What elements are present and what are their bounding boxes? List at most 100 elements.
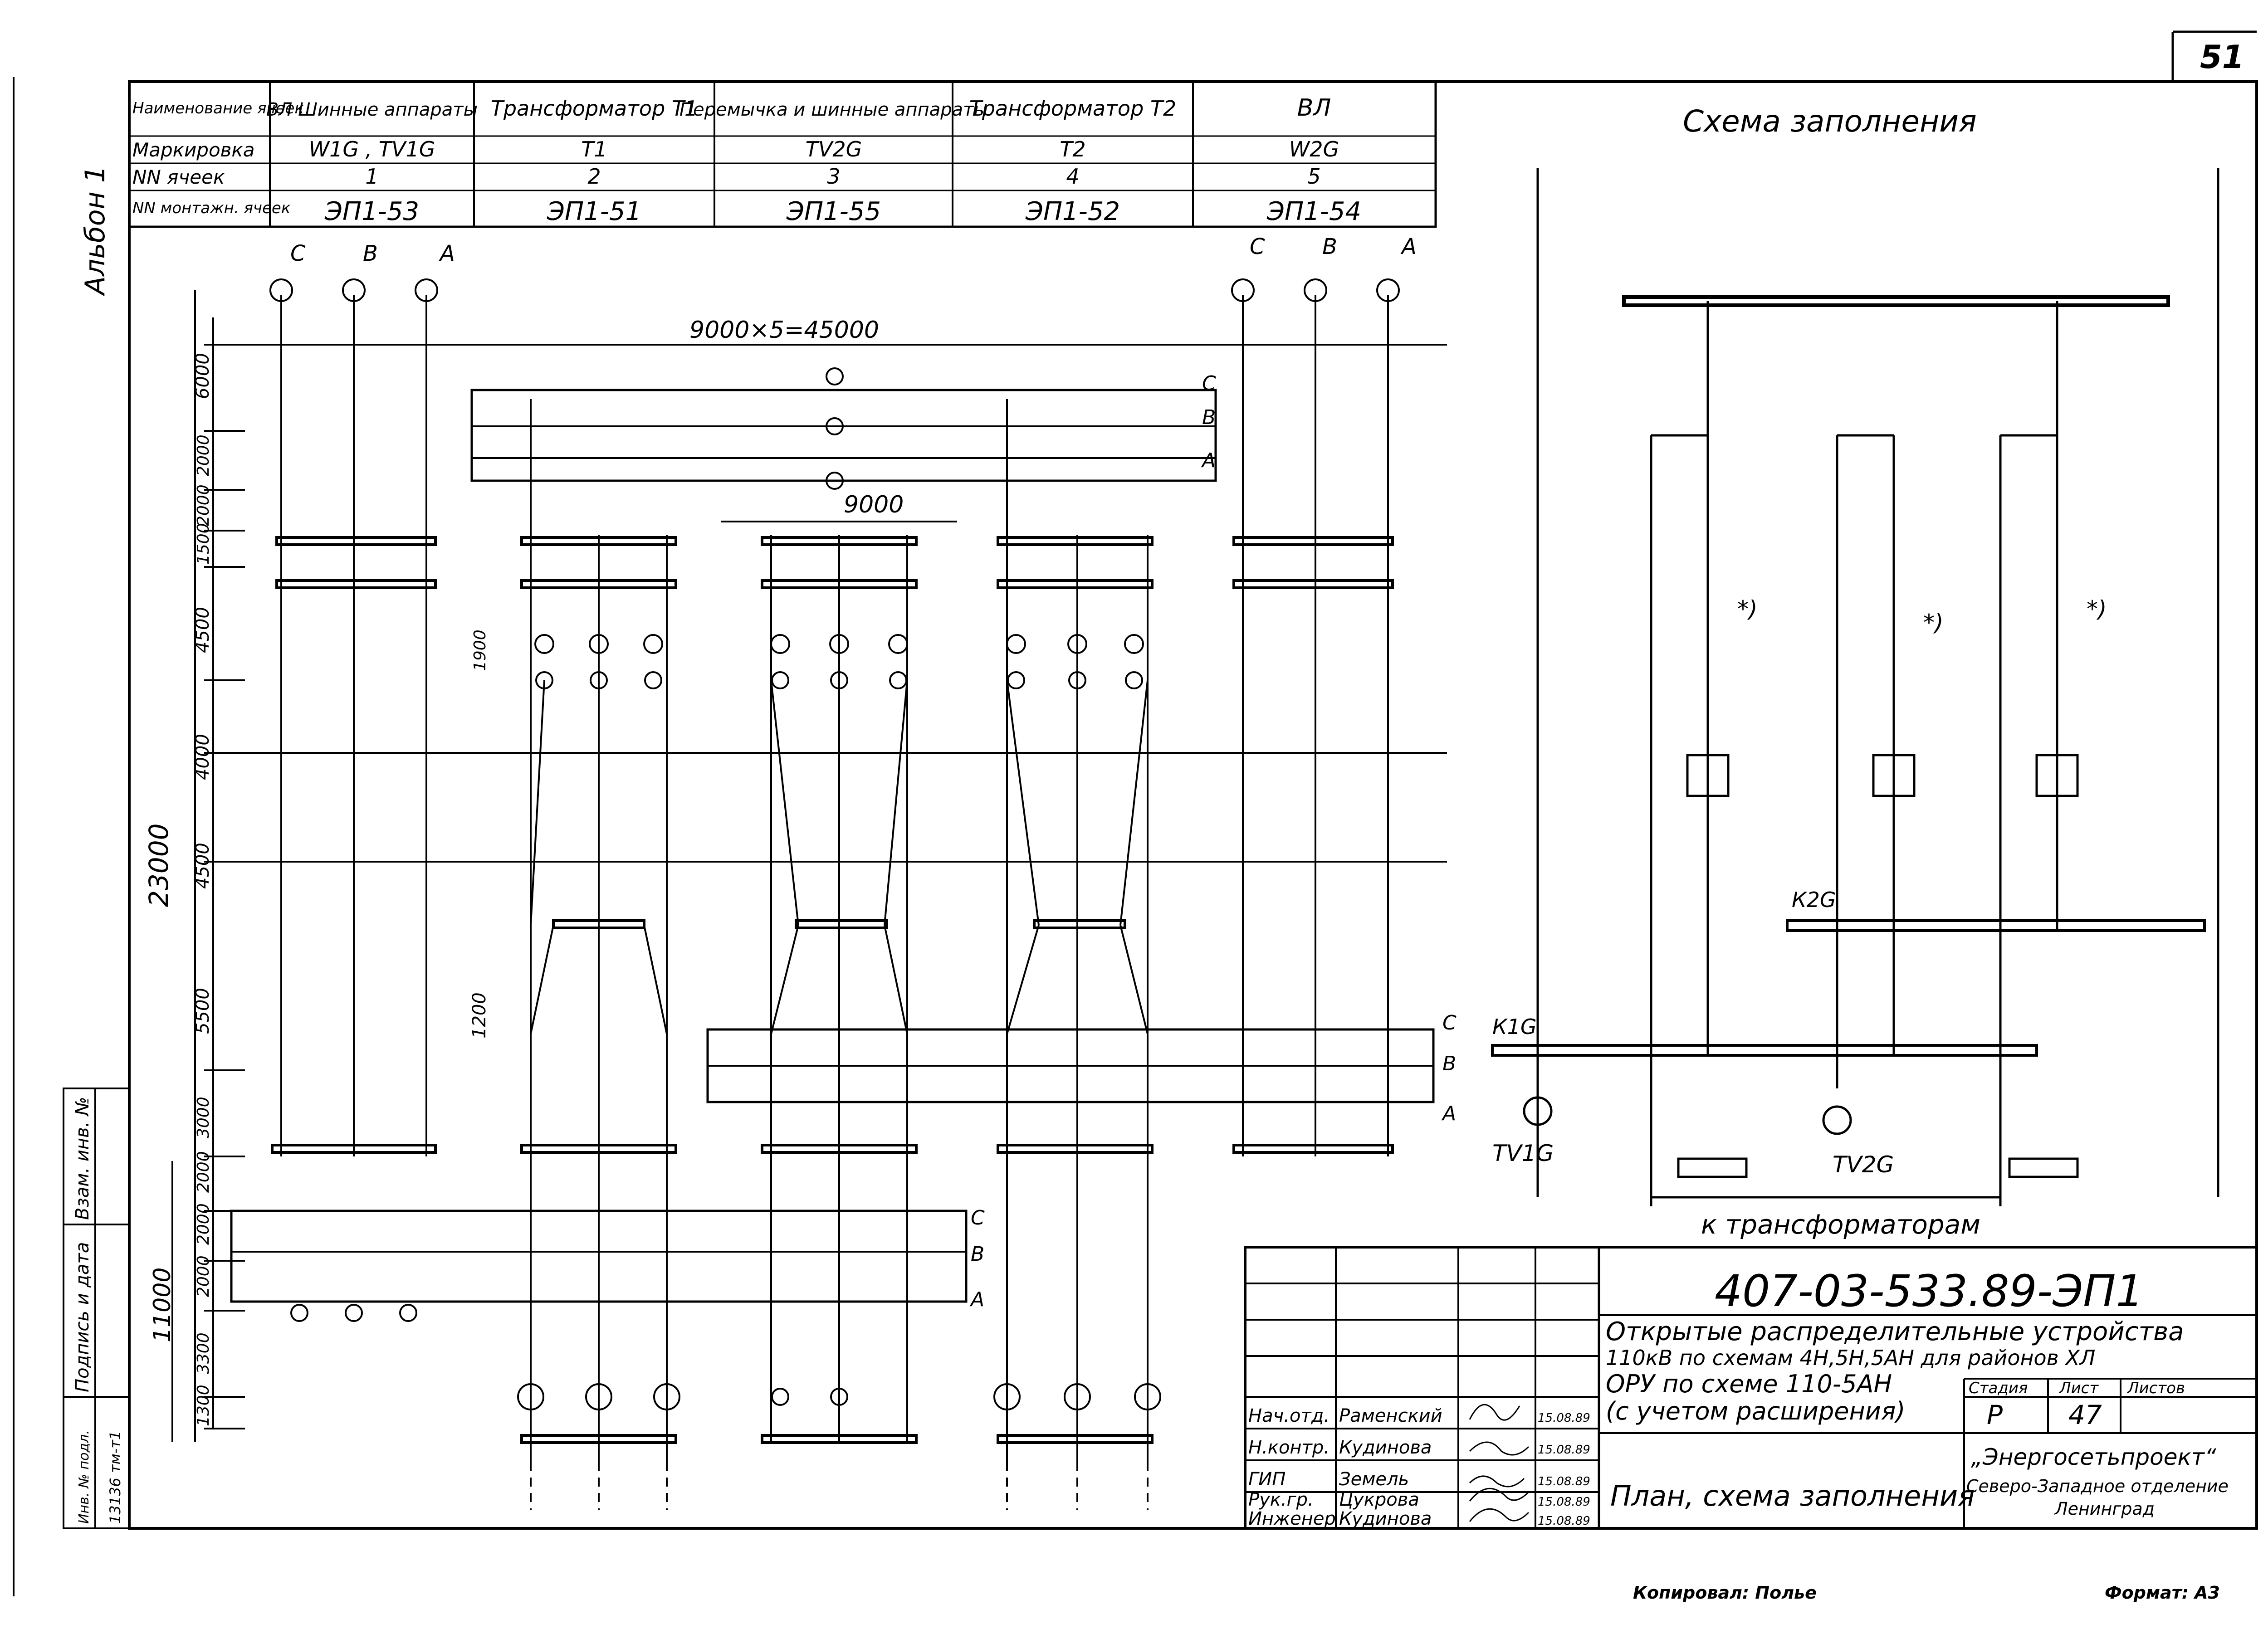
col4-name: Трансформатор Т2 xyxy=(969,96,1177,121)
dim-bay-width: 9000 xyxy=(844,491,904,518)
label-to-transformers: к трансформаторам xyxy=(1701,1209,1980,1240)
label-k2g: К2G xyxy=(1792,888,1836,912)
org-1: „Энергосетьпроект“ xyxy=(1971,1444,2217,1470)
label-star-2: *) xyxy=(1923,610,1944,636)
name-0: Раменский xyxy=(1339,1405,1442,1426)
phase-b-low: B xyxy=(971,1243,984,1266)
col1-name: ВЛ Шинные аппараты xyxy=(266,99,478,120)
phase-a-1: A xyxy=(439,241,455,266)
org-3: Ленинград xyxy=(2054,1499,2155,1519)
col1-marking: W1G , TV1G xyxy=(309,137,435,161)
phase-b-top: B xyxy=(1202,406,1216,429)
sheet-label: Лист xyxy=(2058,1379,2099,1397)
role-1: Н.контр. xyxy=(1248,1437,1330,1458)
col4-mount: ЭП1-52 xyxy=(1025,197,1120,226)
signatures xyxy=(1469,1404,1530,1522)
role-2: ГИП xyxy=(1248,1469,1286,1490)
cells-table xyxy=(128,80,1437,228)
phase-c-low: C xyxy=(971,1206,985,1229)
doc-code: 407-03-533.89-ЭП1 xyxy=(1715,1266,2144,1317)
subtitle-3: ОРУ по схеме 110-5АН xyxy=(1606,1370,1892,1398)
col2-name: Трансформатор Т1 xyxy=(491,96,698,121)
dim-1200: 1200 xyxy=(469,992,490,1039)
phase-a-top: A xyxy=(1201,449,1216,472)
dim-v-10: 2000 xyxy=(194,1203,213,1245)
col3-mount: ЭП1-55 xyxy=(786,197,881,226)
album-label: Альбон 1 xyxy=(79,166,111,297)
col5-marking: W2G xyxy=(1289,137,1339,161)
col3-name: Перемычка и шинные аппараты xyxy=(679,99,988,120)
scheme-drawing xyxy=(1491,168,2219,1206)
row-header-marking: Маркировка xyxy=(132,139,255,161)
date-3: 15.08.89 xyxy=(1538,1495,1590,1509)
col2-marking: Т1 xyxy=(581,137,607,161)
stage-value: Р xyxy=(1987,1400,2003,1430)
dim-v-5: 4000 xyxy=(192,734,213,780)
dim-v-8: 3000 xyxy=(194,1097,213,1138)
title-block xyxy=(1244,1246,2258,1530)
col4-marking: Т2 xyxy=(1060,137,1085,161)
row-header-mount: NN монтажн. ячеек xyxy=(132,199,291,217)
row-header-number: NN ячеек xyxy=(132,166,225,188)
phase-b-5: B xyxy=(1322,234,1337,259)
stamp-label-3: Инв. № подл. xyxy=(76,1430,92,1524)
col3-marking: TV2G xyxy=(806,137,862,161)
name-1: Кудинова xyxy=(1339,1437,1432,1458)
label-tv1g: TV1G xyxy=(1492,1140,1554,1166)
role-0: Нач.отд. xyxy=(1248,1405,1330,1426)
date-1: 15.08.89 xyxy=(1538,1443,1590,1457)
stage-label: Стадия xyxy=(1969,1379,2028,1397)
date-4: 15.08.89 xyxy=(1538,1514,1590,1528)
phase-c-5: C xyxy=(1250,234,1265,259)
format-label: Формат: А3 xyxy=(2105,1583,2220,1603)
subtitle-1: Открытые распределительные устройства xyxy=(1606,1317,2184,1346)
name-4: Кудинова xyxy=(1339,1508,1432,1529)
role-4: Инженер xyxy=(1248,1508,1336,1529)
phase-a-5: A xyxy=(1400,234,1417,259)
sheet-name: План, схема заполнения xyxy=(1610,1479,1975,1512)
col2-number: 2 xyxy=(587,164,601,189)
phase-c-1: C xyxy=(290,241,306,266)
dim-v-11: 2000 xyxy=(194,1255,213,1297)
subtitle-2: 110кВ по схемам 4Н,5Н,5АН для районов ХЛ xyxy=(1606,1346,2096,1370)
side-stamp xyxy=(63,1088,130,1529)
phase-a-low: A xyxy=(969,1288,984,1311)
plan-drawing xyxy=(171,278,1447,1510)
sheets-label: Листов xyxy=(2126,1379,2185,1397)
col5-mount: ЭП1-54 xyxy=(1266,197,1361,226)
role-3: Рук.гр. xyxy=(1248,1489,1314,1510)
dim-1900: 1900 xyxy=(471,629,489,671)
name-2: Земель xyxy=(1339,1469,1409,1490)
org-2: Северо-Западное отделение xyxy=(1966,1476,2229,1496)
dim-23000: 23000 xyxy=(143,823,174,907)
col4-number: 4 xyxy=(1066,164,1079,189)
dim-v-3: 1500 xyxy=(194,523,213,565)
dim-v-1: 2000 xyxy=(194,434,213,476)
label-star-1: *) xyxy=(1737,596,1758,622)
label-star-3: *) xyxy=(2087,596,2107,622)
col1-number: 1 xyxy=(365,164,378,189)
col1-mount: ЭП1-53 xyxy=(324,197,419,226)
date-0: 15.08.89 xyxy=(1538,1411,1590,1425)
phase-b-mid: B xyxy=(1442,1052,1456,1075)
sheet-value: 47 xyxy=(2068,1400,2102,1430)
dim-11000: 11000 xyxy=(149,1268,176,1342)
dim-v-12: 3300 xyxy=(194,1332,213,1374)
dim-v-4: 4500 xyxy=(192,607,213,653)
dim-v-2: 2000 xyxy=(194,484,213,526)
copied-label: Копировал: Полье xyxy=(1633,1583,1817,1603)
dim-v-13: 1300 xyxy=(194,1385,213,1426)
name-3: Цукрова xyxy=(1339,1489,1419,1510)
phase-b-1: B xyxy=(363,241,378,266)
label-k1g: К1G xyxy=(1492,1015,1537,1039)
date-2: 15.08.89 xyxy=(1538,1475,1590,1488)
scheme-title: Схема заполнения xyxy=(1683,104,1977,139)
row-header-name: Наименование ячеек xyxy=(132,99,304,117)
dim-v-6: 4500 xyxy=(192,843,213,889)
phase-c-top: C xyxy=(1202,372,1216,395)
col5-name: ВЛ xyxy=(1297,94,1331,122)
dim-v-9: 2000 xyxy=(194,1151,213,1193)
label-tv2g: TV2G xyxy=(1833,1151,1894,1178)
stamp-inv-value: 13136 тм-т1 xyxy=(107,1431,124,1524)
